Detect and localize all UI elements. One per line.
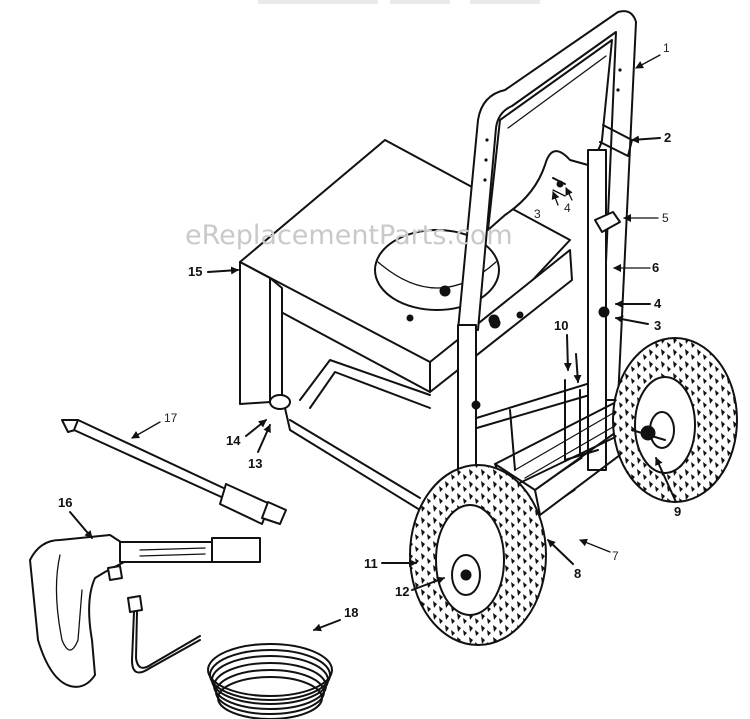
hook-part-2: [599, 124, 633, 157]
callout-5: 5: [662, 211, 669, 225]
callout-18: 18: [344, 605, 358, 620]
screw-parts-3-4: [552, 177, 566, 197]
callout-1: 1: [663, 41, 670, 55]
spray-wand-part-17: [61, 419, 287, 525]
clip-part-5: [594, 211, 621, 233]
callout-9: 9: [674, 504, 681, 519]
callout-labels: 1 2 3 4 5 6 4 3 7 8 9 10 11 12 13 14 15 …: [58, 41, 681, 620]
callout-15: 15: [188, 264, 202, 279]
callout-8: 8: [574, 566, 581, 581]
watermark-text: eReplacementParts.com: [185, 220, 513, 251]
wheel-front-part-11: [409, 464, 547, 646]
callout-3-top: 3: [534, 207, 541, 221]
callout-arrows: [69, 54, 677, 632]
callout-14: 14: [226, 433, 241, 448]
callout-10: 10: [554, 318, 568, 333]
callout-6: 6: [652, 260, 659, 275]
callout-3-right: 3: [654, 318, 661, 333]
callout-7: 7: [612, 549, 619, 563]
hose-part-18: [127, 595, 333, 719]
callout-11: 11: [364, 556, 378, 571]
callout-16: 16: [58, 495, 72, 510]
callout-12: 12: [395, 584, 409, 599]
wheel-rear-part-9: [612, 337, 738, 503]
callout-17: 17: [164, 411, 178, 425]
spray-gun-part-16: [29, 534, 261, 688]
callout-2: 2: [664, 130, 671, 145]
callout-4-top: 4: [564, 201, 571, 215]
callout-13: 13: [248, 456, 262, 471]
top-header-remnant: [258, 0, 540, 4]
callout-4-right: 4: [654, 296, 662, 311]
